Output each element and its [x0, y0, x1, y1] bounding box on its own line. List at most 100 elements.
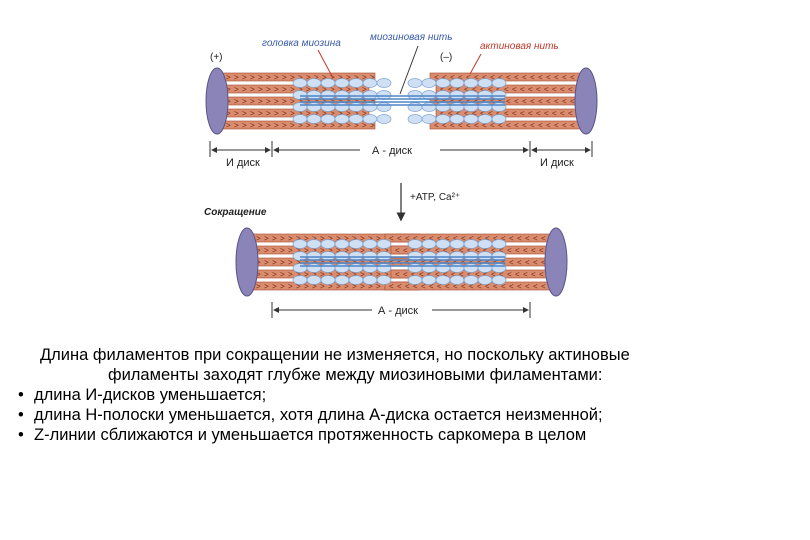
- caption-text: Длина филаментов при сокращении не измен…: [18, 345, 798, 445]
- actin-chevron: <: [515, 246, 520, 255]
- myosin-head: [491, 78, 507, 88]
- actin-chevron: <: [458, 73, 463, 82]
- actin-chevron: <: [520, 85, 525, 94]
- myosin-head: [348, 263, 364, 273]
- actin-chevron: <: [528, 109, 533, 118]
- actin-chevron: <: [568, 85, 573, 94]
- actin-chevron: >: [264, 270, 269, 279]
- myosin-heads-top: [292, 78, 507, 124]
- actin-chevron: <: [456, 85, 461, 94]
- myosin-head: [292, 239, 308, 249]
- myosin-head: [421, 263, 437, 273]
- actin-chevron: <: [445, 234, 450, 243]
- actin-chevron: >: [290, 85, 295, 94]
- myosin-head: [334, 78, 350, 88]
- actin-chevron: >: [376, 234, 381, 243]
- actin-chevron: >: [226, 109, 231, 118]
- myosin-head: [463, 90, 479, 100]
- caption-intro: Длина филаментов при сокращении не измен…: [40, 345, 798, 385]
- actin-chevron: <: [472, 85, 477, 94]
- myosin-head: [435, 78, 451, 88]
- actin-filaments-bottom: >>>>>>>>>>>>>>>>>>>><<<<<<<<<<<<<<<<<<<<…: [251, 233, 553, 291]
- actin-chevron: <: [405, 282, 410, 291]
- actin-chevron: <: [499, 270, 504, 279]
- actin-chevron: >: [306, 73, 311, 82]
- z-disk-right-bottom: [544, 227, 568, 297]
- atp-label: +ATP, Ca²⁺: [410, 192, 460, 203]
- actin-chevron: <: [453, 234, 458, 243]
- actin-chevron: <: [451, 270, 456, 279]
- actin-chevron: >: [266, 85, 271, 94]
- actin-chevron: >: [234, 109, 239, 118]
- actin-chevron: <: [560, 85, 565, 94]
- actin-chevron: <: [461, 282, 466, 291]
- actin-chevron: >: [338, 73, 343, 82]
- myosin-head: [292, 102, 308, 112]
- actin-chevron: <: [570, 73, 575, 82]
- actin-chevron: <: [491, 246, 496, 255]
- actin-chevron: <: [546, 73, 551, 82]
- actin-chevron: >: [226, 121, 231, 130]
- actin-chevron: >: [312, 234, 317, 243]
- myosin-head: [334, 275, 350, 285]
- actin-chevron: <: [482, 121, 487, 130]
- actin-chevron: >: [274, 109, 279, 118]
- myosin-head: [421, 114, 437, 124]
- actin-chevron: >: [314, 73, 319, 82]
- myosin-head: [435, 239, 451, 249]
- actin-chevron: >: [312, 282, 317, 291]
- actin-chevron: <: [411, 246, 416, 255]
- actin-chevron: >: [226, 73, 231, 82]
- myosin-head: [334, 239, 350, 249]
- actin-chevron: >: [338, 85, 343, 94]
- myosin-head: [348, 275, 364, 285]
- actin-chevron: >: [226, 85, 231, 94]
- actin-chevron: >: [272, 246, 277, 255]
- myosin-head-label: головка миозина: [262, 38, 341, 49]
- actin-chevron: >: [336, 246, 341, 255]
- actin-chevron: >: [370, 73, 375, 82]
- myosin-head: [421, 102, 437, 112]
- plus-label: (+): [210, 52, 223, 63]
- myosin-head: [348, 114, 364, 124]
- actin-chevron: >: [360, 270, 365, 279]
- actin-chevron: <: [482, 73, 487, 82]
- actin-chevron: <: [531, 246, 536, 255]
- actin-chevron: <: [496, 85, 501, 94]
- actin-chevron: <: [395, 246, 400, 255]
- myosin-head: [449, 114, 465, 124]
- contracted-sarcomere: >>>>>>>>>>>>>>>>>>>><<<<<<<<<<<<<<<<<<<<…: [235, 227, 568, 297]
- actin-chevron: <: [514, 73, 519, 82]
- actin-chevron: <: [544, 109, 549, 118]
- actin-chevron: >: [258, 85, 263, 94]
- actin-chevron: <: [459, 246, 464, 255]
- actin-chevron: >: [242, 121, 247, 130]
- actin-chevron: <: [413, 234, 418, 243]
- actin-chevron: <: [451, 246, 456, 255]
- actin-chevron: <: [443, 270, 448, 279]
- actin-chevron: <: [411, 270, 416, 279]
- actin-chevron: >: [312, 270, 317, 279]
- actin-chevron: <: [475, 270, 480, 279]
- myosin-head: [376, 275, 392, 285]
- myosin-head: [463, 263, 479, 273]
- actin-chevron: <: [464, 109, 469, 118]
- actin-chevron: >: [266, 97, 271, 106]
- myosin-head: [407, 102, 423, 112]
- actin-chevron: >: [272, 282, 277, 291]
- actin-chevron: >: [384, 246, 389, 255]
- actin-chevron: <: [419, 246, 424, 255]
- actin-chevron: >: [320, 282, 325, 291]
- actin-chevron: >: [234, 85, 239, 94]
- actin-chevron: >: [368, 270, 373, 279]
- actin-chevron: <: [514, 121, 519, 130]
- actin-chevron: >: [290, 121, 295, 130]
- myosin-head: [463, 275, 479, 285]
- actin-chevron: <: [435, 246, 440, 255]
- actin-chevron: >: [352, 234, 357, 243]
- myosin-head: [491, 251, 507, 261]
- actin-chevron: >: [282, 85, 287, 94]
- actin-chevron: <: [389, 234, 394, 243]
- myosin-head: [449, 90, 465, 100]
- actin-chevron: >: [234, 121, 239, 130]
